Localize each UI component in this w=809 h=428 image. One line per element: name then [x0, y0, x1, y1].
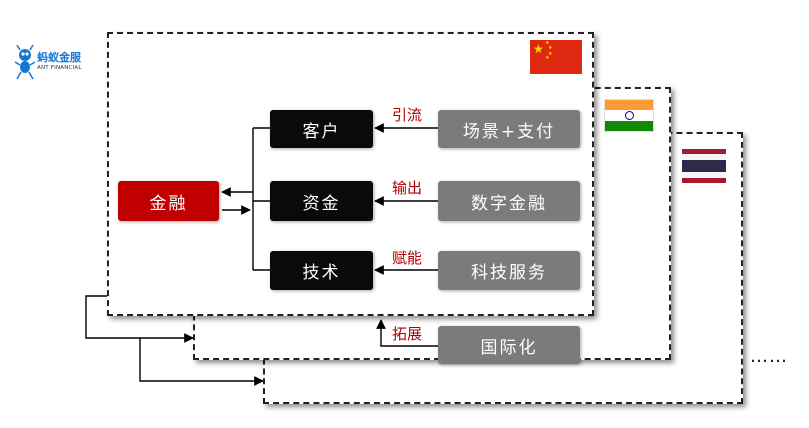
ant-logo-icon [14, 45, 36, 80]
thailand-flag [682, 149, 726, 183]
empower-label: 赋能 [392, 249, 423, 267]
finance-node: 金融 [118, 181, 219, 221]
logo-subtitle: ANT FINANCIAL [37, 65, 82, 71]
digital-finance-node: 数字金融 [438, 181, 580, 221]
india-flag [604, 99, 654, 132]
expand-label: 拓展 [392, 325, 423, 343]
customer-node: 客户 [270, 110, 373, 148]
internationalization-node: 国际化 [438, 326, 580, 364]
capital-node: 资金 [270, 181, 373, 221]
china-flag: ★ ★ ★ ★ ★ [530, 40, 582, 74]
more-ellipsis: …… [750, 346, 788, 367]
ant-financial-logo: 蚂蚁金服 ANT FINANCIAL [14, 45, 104, 85]
tech-services-node: 科技服务 [438, 251, 580, 290]
attract-label: 引流 [392, 106, 423, 124]
logo-name: 蚂蚁金服 [37, 51, 81, 64]
export-label: 输出 [392, 179, 423, 197]
scene-payment-node: 场景+支付 [438, 110, 580, 148]
technology-node: 技术 [270, 251, 373, 290]
